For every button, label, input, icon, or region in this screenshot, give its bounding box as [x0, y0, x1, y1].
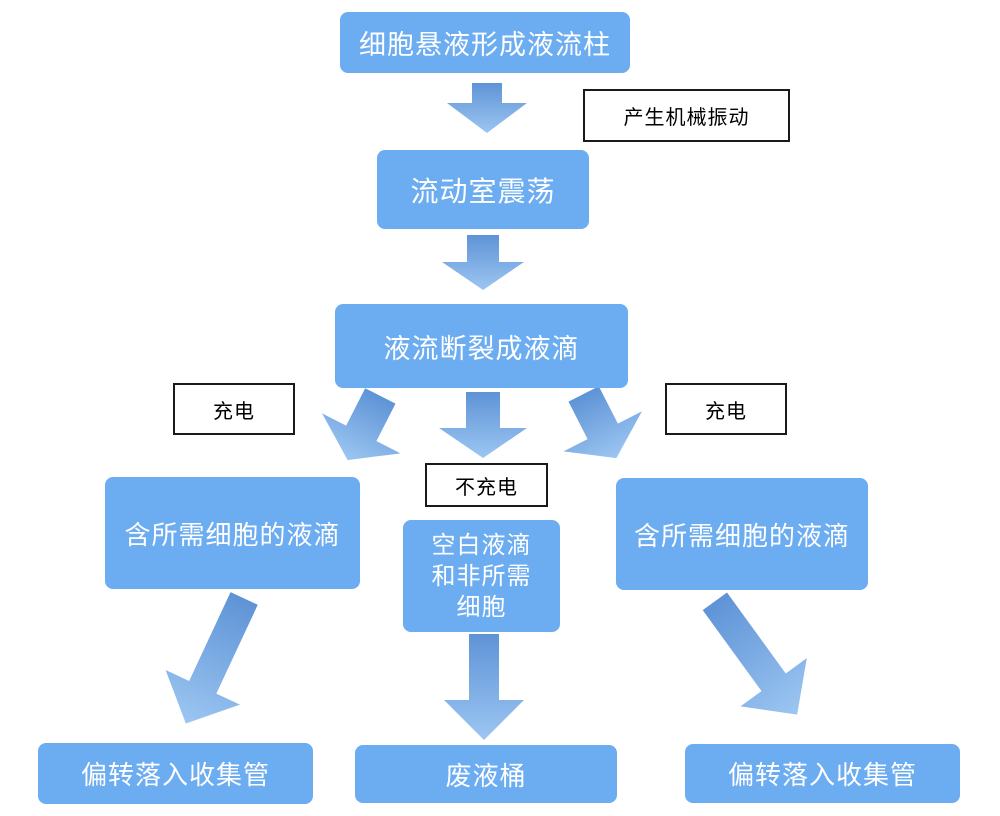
arrow-middle-droplet-to-waste: [444, 634, 524, 740]
node-stream-breaks-into-droplets: 液流断裂成液滴: [335, 304, 628, 388]
arrow-left-droplet-to-collector: [165, 592, 258, 724]
node-flow-chamber-oscillation: 流动室震荡: [377, 150, 589, 229]
label-charge-right: 充电: [665, 383, 787, 435]
node-deflect-into-collection-tube-right: 偏转落入收集管: [685, 744, 960, 803]
node-droplets-with-target-cells-left: 含所需细胞的液滴: [105, 477, 360, 589]
arrow-step3-to-right-droplet: [563, 386, 642, 459]
arrow-step3-to-middle-droplet: [439, 392, 527, 458]
node-blank-droplets-unwanted-cells: 空白液滴 和非所需 细胞: [403, 520, 560, 632]
arrow-step2-to-step3: [442, 235, 524, 290]
label-no-charge: 不充电: [425, 463, 548, 507]
label-charge-left: 充电: [173, 383, 295, 435]
arrow-step3-to-left-droplet: [322, 388, 401, 461]
node-waste-container: 废液桶: [355, 745, 617, 803]
node-droplets-with-target-cells-right: 含所需细胞的液滴: [616, 478, 868, 590]
node-deflect-into-collection-tube-left: 偏转落入收集管: [38, 743, 313, 804]
label-mechanical-vibration: 产生机械振动: [583, 89, 790, 142]
arrow-step1-to-step2: [447, 83, 527, 133]
arrow-right-droplet-to-collector: [702, 592, 807, 715]
node-cell-suspension: 细胞悬液形成液流柱: [340, 12, 630, 73]
